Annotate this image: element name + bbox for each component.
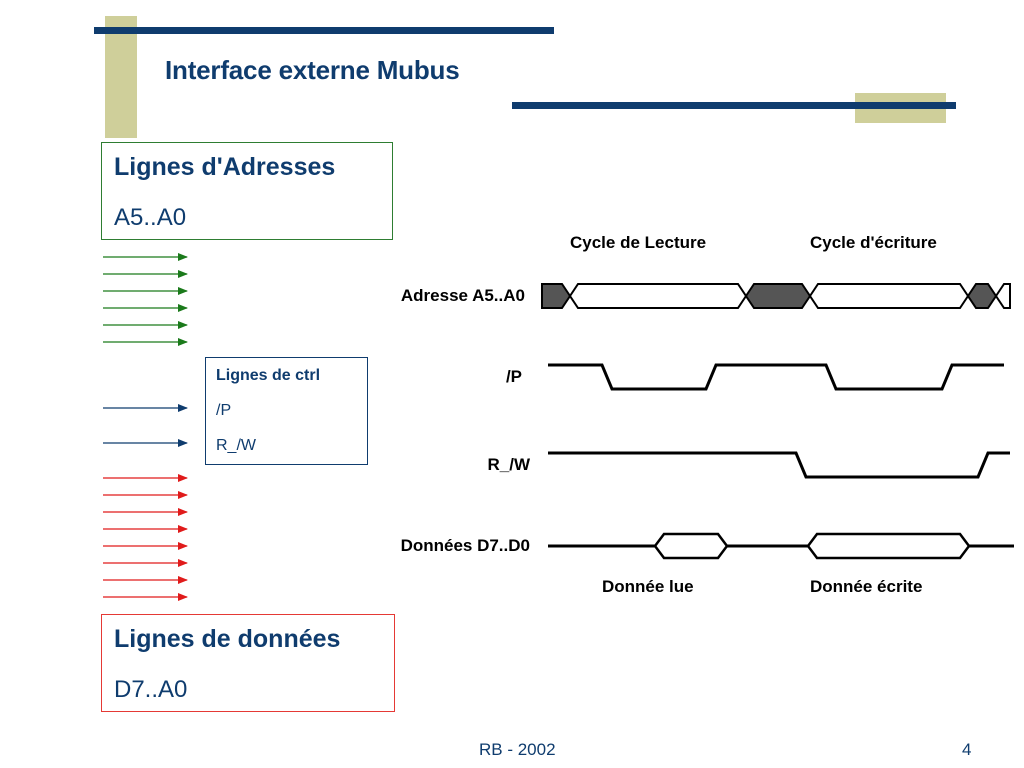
control-lines-box: Lignes de ctrl /P R_/W (205, 357, 368, 465)
rw-signal-label: R_/W (488, 455, 531, 474)
page-number: 4 (962, 740, 972, 759)
address-line-arrows (103, 253, 188, 346)
data-written-caption: Donnée écrite (810, 577, 922, 596)
control-line-rw-label: R_/W (216, 437, 256, 454)
address-valid-segment-read (568, 283, 748, 309)
data-line-arrows (103, 474, 188, 601)
address-bus-waveform (541, 283, 1011, 309)
read-cycle-label: Cycle de Lecture (570, 233, 706, 252)
p-signal-waveform (548, 363, 1004, 391)
address-valid-segment-next (994, 283, 1011, 309)
write-cycle-label: Cycle d'écriture (810, 233, 937, 252)
address-invalid-segment (541, 283, 572, 309)
slide-footer: RB - 2002 (479, 740, 556, 759)
data-lines-box: Lignes de données D7..A0 (101, 614, 395, 712)
data-signal-label: Données D7..D0 (401, 536, 530, 555)
address-valid-segment-write (808, 283, 970, 309)
decorative-right-line (512, 102, 956, 109)
decorative-vertical-bar (105, 16, 137, 138)
data-read-caption: Donnée lue (602, 577, 694, 596)
data-write-segment (806, 532, 971, 560)
address-signal-label: Adresse A5..A0 (401, 286, 525, 305)
address-lines-box: Lignes d'Adresses A5..A0 (101, 142, 393, 240)
address-invalid-segment (966, 283, 998, 309)
address-invalid-segment (744, 283, 812, 309)
rw-signal-waveform (548, 451, 1010, 479)
p-signal-label: /P (506, 367, 522, 386)
control-line-p-label: /P (216, 402, 232, 419)
slide-title: Interface externe Mubus (165, 55, 460, 85)
address-lines-range: A5..A0 (114, 204, 187, 231)
address-lines-heading: Lignes d'Adresses (114, 153, 336, 181)
data-lines-heading: Lignes de données (114, 625, 341, 653)
data-bus-waveform (548, 532, 1014, 560)
decorative-top-line (94, 27, 554, 34)
data-lines-range: D7..A0 (114, 676, 188, 703)
control-line-arrows (103, 404, 188, 447)
data-read-segment (653, 532, 729, 560)
control-lines-heading: Lignes de ctrl (216, 367, 321, 384)
